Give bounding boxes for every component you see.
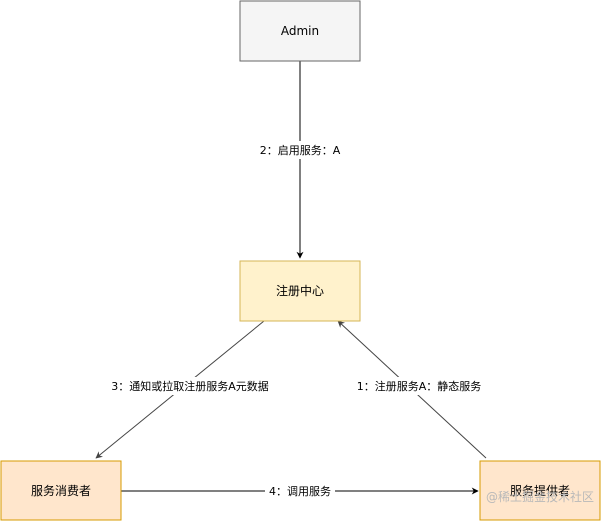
node-provider-label: 服务提供者 xyxy=(510,483,570,498)
edge-enable-service: 2：启用服务：A xyxy=(252,61,348,259)
node-consumer-box xyxy=(0,460,122,521)
node-registry[interactable]: 注册中心 xyxy=(239,260,361,322)
edge-enable-label-bg xyxy=(252,141,348,159)
edge-notify-label-bg xyxy=(100,377,280,395)
node-admin-box xyxy=(239,0,361,62)
node-admin-label: Admin xyxy=(281,24,319,38)
edge-invoke: 4：调用服务 xyxy=(121,483,479,499)
node-registry-label: 注册中心 xyxy=(276,283,324,298)
edge-invoke-label: 4：调用服务 xyxy=(269,485,331,498)
edge-notify: 3：通知或拉取注册服务A元数据 xyxy=(95,320,280,459)
node-provider[interactable]: 服务提供者 xyxy=(479,460,601,521)
edge-register: 1：注册服务A：静态服务 xyxy=(337,320,495,459)
edge-notify-label: 3：通知或拉取注册服务A元数据 xyxy=(111,379,269,393)
node-provider-box xyxy=(479,460,601,521)
edge-register-label: 1：注册服务A：静态服务 xyxy=(357,379,482,393)
node-consumer[interactable]: 服务消费者 xyxy=(0,460,122,521)
edge-invoke-label-bg xyxy=(265,483,335,499)
node-admin[interactable]: Admin xyxy=(239,0,361,62)
node-consumer-label: 服务消费者 xyxy=(31,483,91,498)
node-registry-box xyxy=(239,260,361,322)
edge-enable-label: 2：启用服务：A xyxy=(260,144,341,157)
edge-register-label-bg xyxy=(343,377,495,395)
watermark-text: @稀土掘金技术社区 xyxy=(486,489,594,504)
